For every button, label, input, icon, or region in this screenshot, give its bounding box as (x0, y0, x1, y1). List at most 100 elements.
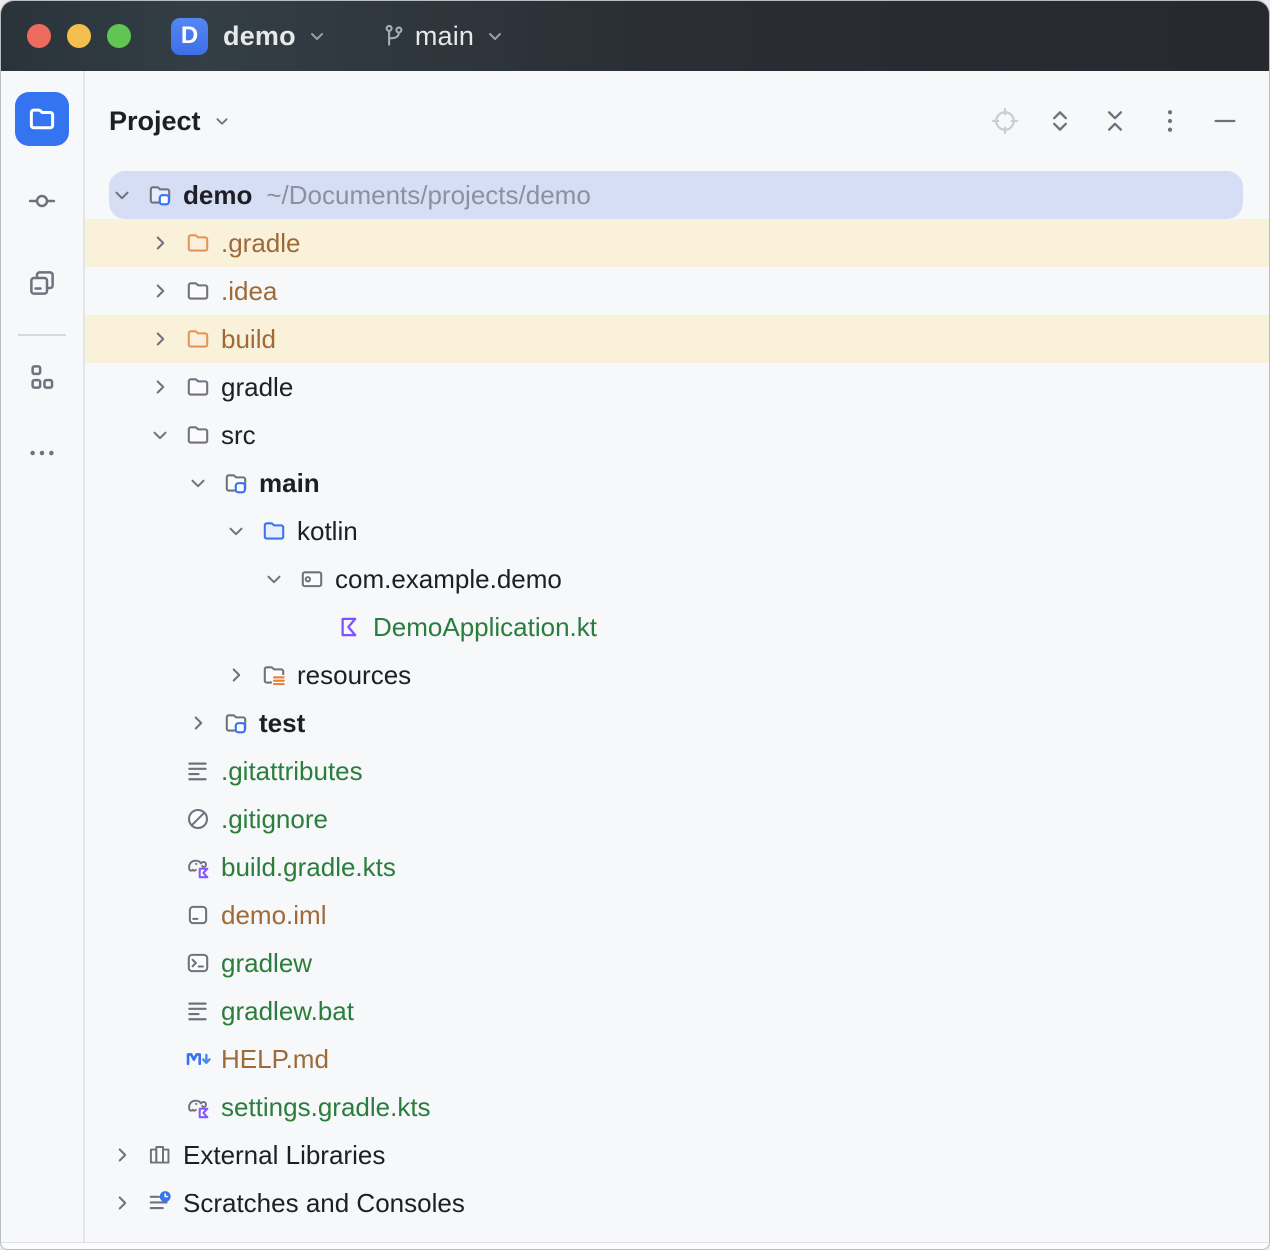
collapse-all-icon[interactable] (1101, 107, 1129, 135)
gradle-kotlin-file-icon (185, 854, 211, 880)
panel-title-chevron-down-icon[interactable] (211, 110, 233, 132)
chevron-right-icon[interactable] (185, 710, 211, 736)
chevron-down-icon[interactable] (223, 518, 249, 544)
tree-row[interactable]: .idea (85, 267, 1269, 315)
chevron-down-icon[interactable] (109, 182, 135, 208)
tree-item-label: settings.gradle.kts (221, 1091, 431, 1122)
package-icon (299, 566, 325, 592)
tree-row[interactable]: gradle (85, 363, 1269, 411)
project-file-tree: demo~/Documents/projects/demo .gradle .ide… (85, 171, 1269, 1227)
folder-icon (185, 278, 211, 304)
tree-item-label: .gitattributes (221, 755, 363, 786)
selected-row-highlight (109, 171, 1243, 219)
project-tool-window: Project demo~/Documents/projects/demo .gr… (85, 71, 1269, 1242)
panel-title[interactable]: Project (109, 105, 201, 136)
tree-row[interactable]: demo~/Documents/projects/demo (85, 171, 1269, 219)
more-horizontal-icon (27, 438, 57, 468)
chevron-right-icon[interactable] (147, 374, 173, 400)
tree-row[interactable]: kotlin (85, 507, 1269, 555)
chevron-right-icon[interactable] (109, 1190, 135, 1216)
tree-row[interactable]: gradlew.bat (85, 987, 1269, 1035)
titlebar: D demo main (1, 1, 1269, 71)
tree-row[interactable]: External Libraries (85, 1131, 1269, 1179)
chevron-right-icon[interactable] (109, 1142, 135, 1168)
more-vertical-icon[interactable] (1156, 107, 1184, 135)
tree-item-label: demo.iml (221, 899, 327, 930)
chevron-down-icon[interactable] (147, 422, 173, 448)
zoom-button[interactable] (107, 24, 131, 48)
tree-row[interactable]: src (85, 411, 1269, 459)
tree-item-label: DemoApplication.kt (373, 611, 597, 642)
activity-bar-divider (18, 334, 66, 336)
tree-row[interactable]: main (85, 459, 1269, 507)
project-folder-icon (27, 104, 57, 134)
folder-source-icon (261, 518, 287, 544)
expand-all-icon[interactable] (1046, 107, 1074, 135)
hide-icon[interactable] (1211, 107, 1239, 135)
tree-row[interactable]: test (85, 699, 1269, 747)
chevron-right-icon[interactable] (223, 662, 249, 688)
libraries-icon (147, 1142, 173, 1168)
tree-item-label: gradlew (221, 947, 313, 978)
folder-icon (185, 374, 211, 400)
tree-row[interactable]: demo.iml (85, 891, 1269, 939)
tree-row[interactable]: settings.gradle.kts (85, 1083, 1269, 1131)
project-panel-header: Project (85, 71, 1269, 171)
project-avatar: D (171, 17, 208, 55)
folder-project-icon (147, 182, 173, 208)
folder-project-icon (223, 470, 249, 496)
main-content: Project demo~/Documents/projects/demo .gr… (1, 71, 1269, 1242)
tree-row[interactable]: gradlew (85, 939, 1269, 987)
chevron-down-icon[interactable] (185, 470, 211, 496)
tree-item-label: .idea (221, 275, 278, 306)
windows-icon (27, 268, 57, 298)
activity-bar-item-more[interactable] (27, 438, 57, 468)
branch-name: main (414, 20, 475, 51)
chevron-right-icon[interactable] (147, 326, 173, 352)
project-name[interactable]: demo (223, 20, 296, 51)
tree-row[interactable]: com.example.demo (85, 555, 1269, 603)
text-file-icon (185, 758, 211, 784)
tree-row[interactable]: DemoApplication.kt (85, 603, 1269, 651)
folder-resources-icon (261, 662, 287, 688)
tree-row[interactable]: build (85, 315, 1269, 363)
tree-row[interactable]: .gradle (85, 219, 1269, 267)
chevron-spacer (147, 1046, 173, 1072)
terminal-file-icon (185, 950, 211, 976)
gradle-kotlin-file-icon (185, 1094, 211, 1120)
tree-item-label: gradle (221, 371, 294, 402)
tree-row[interactable]: .gitignore (85, 795, 1269, 843)
chevron-spacer (147, 950, 173, 976)
tree-row[interactable]: HELP.md (85, 1035, 1269, 1083)
tree-item-label: .gradle (221, 227, 301, 258)
folder-project-icon (223, 710, 249, 736)
chevron-down-icon[interactable] (261, 566, 287, 592)
chevron-right-icon[interactable] (147, 230, 173, 256)
chevron-spacer (147, 806, 173, 832)
activity-bar-item-project[interactable] (15, 92, 69, 146)
chevron-spacer (299, 614, 325, 640)
structure-icon (27, 362, 57, 392)
folder-icon (185, 422, 211, 448)
tree-row[interactable]: Scratches and Consoles (85, 1179, 1269, 1227)
tree-item-label: src (221, 419, 256, 450)
chevron-right-icon[interactable] (147, 278, 173, 304)
ignore-file-icon (185, 806, 211, 832)
chevron-spacer (147, 998, 173, 1024)
folder-excluded-icon (185, 326, 211, 352)
activity-bar-item-windows[interactable] (27, 268, 57, 298)
window-bottom-edge (1, 1242, 1269, 1249)
tree-row[interactable]: resources (85, 651, 1269, 699)
activity-bar-item-commit[interactable] (27, 186, 57, 216)
tree-row[interactable]: .gitattributes (85, 747, 1269, 795)
git-branch-widget[interactable]: main (381, 21, 507, 52)
tree-row[interactable]: build.gradle.kts (85, 843, 1269, 891)
scratches-icon (147, 1190, 173, 1216)
minimize-button[interactable] (67, 24, 91, 48)
activity-bar-item-structure[interactable] (27, 362, 57, 392)
branch-chevron-down-icon (483, 24, 507, 48)
project-switcher-chevron-down-icon[interactable] (305, 24, 329, 48)
folder-excluded-icon (185, 230, 211, 256)
activity-bar (1, 71, 85, 1242)
close-button[interactable] (27, 24, 51, 48)
